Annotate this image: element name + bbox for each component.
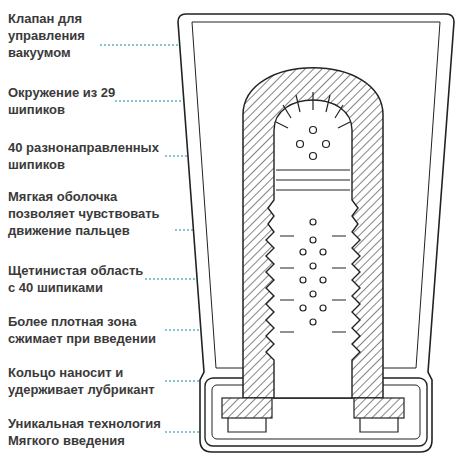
callout-label: Кольцо наносит и удерживает лубрикант — [8, 364, 173, 398]
ring-base — [228, 418, 398, 432]
callout-label: Уникальная технология Мягкого введения — [8, 415, 173, 449]
cup-outline — [178, 14, 454, 452]
rib-lines — [276, 170, 350, 332]
callout-label: Клапан для управления вакуумом — [8, 10, 103, 61]
callout-label: Щетинистая область с 40 шипиками — [8, 262, 146, 296]
nub-dots — [297, 127, 330, 326]
callout-label: 40 разнонаправленных шипиков — [8, 139, 178, 173]
callout-label: Мягкая оболочка позволяет чувствовать дв… — [8, 188, 183, 239]
sleeve — [243, 68, 383, 398]
callout-label: Окружение из 29 шипиков — [8, 84, 118, 118]
ring-block — [222, 398, 272, 418]
dome-spikes — [276, 92, 350, 128]
inner-channel — [266, 100, 360, 398]
ring-block — [354, 398, 404, 418]
callout-label: Более плотная зона сжимает при введении — [8, 313, 173, 347]
